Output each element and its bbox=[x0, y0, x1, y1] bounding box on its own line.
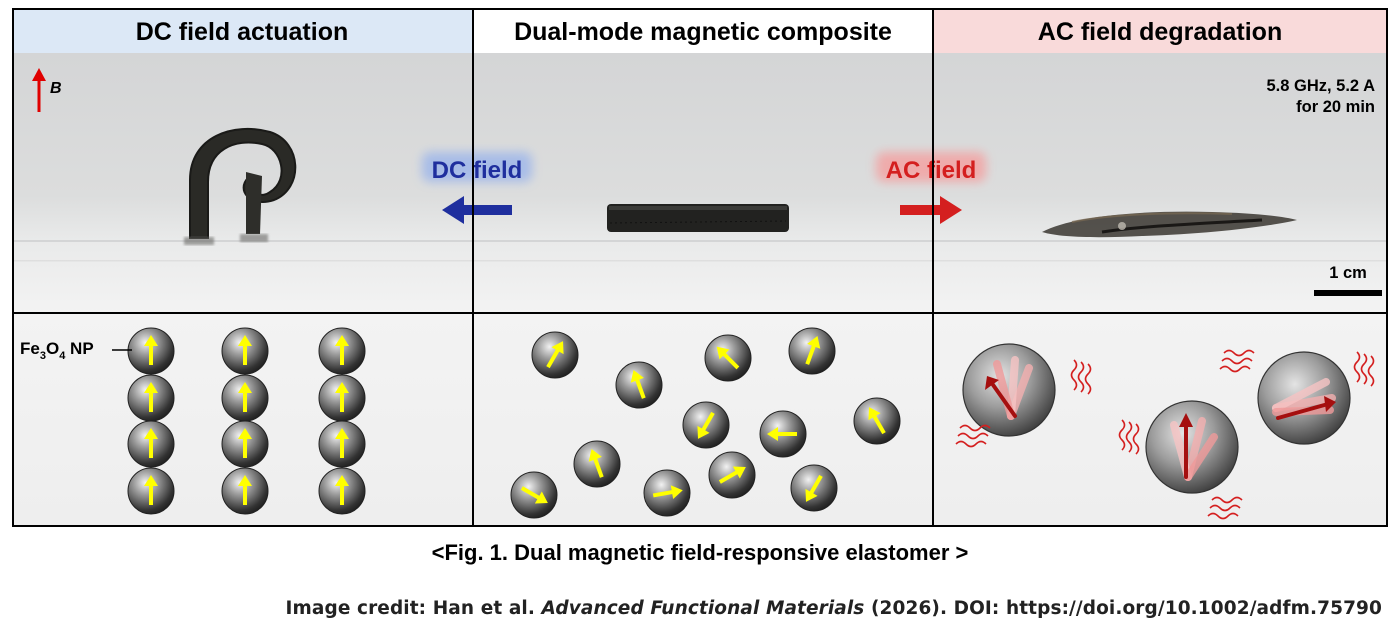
nanoparticle-label: Fe3O4 NP bbox=[20, 339, 132, 362]
left-panel-title: DC field actuation bbox=[136, 18, 349, 46]
ac-field-arrow: AC field bbox=[876, 152, 986, 224]
center-panel-title: Dual-mode magnetic composite bbox=[514, 18, 892, 46]
figure-caption: <Fig. 1. Dual magnetic field-responsive … bbox=[431, 540, 969, 565]
field-direction-indicator: B bbox=[32, 68, 62, 112]
field-symbol: B bbox=[50, 80, 62, 97]
diagram-row: Fe3O4 NP bbox=[12, 313, 1388, 527]
dc-field-arrow: DC field bbox=[422, 152, 532, 224]
ac-condition-line2: for 20 min bbox=[1296, 98, 1375, 116]
figure: DC field actuation Dual-mode magnetic co… bbox=[12, 8, 1388, 527]
ac-field-label: AC field bbox=[886, 157, 977, 184]
dc-field-label: DC field bbox=[432, 157, 523, 184]
panel-grid bbox=[12, 8, 1388, 527]
ac-condition-line1: 5.8 GHz, 5.2 A bbox=[1266, 77, 1375, 95]
right-panel-title: AC field degradation bbox=[1038, 18, 1282, 46]
credit-journal: Advanced Functional Materials bbox=[541, 598, 865, 619]
heating-particles bbox=[955, 343, 1375, 520]
image-credit: Image credit: Han et al. Advanced Functi… bbox=[286, 598, 1382, 619]
flat-elastomer bbox=[607, 204, 789, 232]
scale-bar-label: 1 cm bbox=[1329, 264, 1367, 282]
curled-elastomer bbox=[184, 128, 297, 245]
credit-suffix: (2026). DOI: https://doi.org/10.1002/adf… bbox=[864, 598, 1382, 619]
credit-prefix: Image credit: Han et al. bbox=[285, 598, 542, 619]
header-row: DC field actuation Dual-mode magnetic co… bbox=[12, 8, 1388, 53]
degraded-residue bbox=[1042, 211, 1297, 238]
svg-text:Fe3O4 NP: Fe3O4 NP bbox=[20, 339, 94, 362]
scale-bar: 1 cm bbox=[1314, 264, 1382, 296]
heat-wave-icon bbox=[955, 349, 1375, 520]
photo-row: B DC field AC field bbox=[12, 53, 1388, 313]
